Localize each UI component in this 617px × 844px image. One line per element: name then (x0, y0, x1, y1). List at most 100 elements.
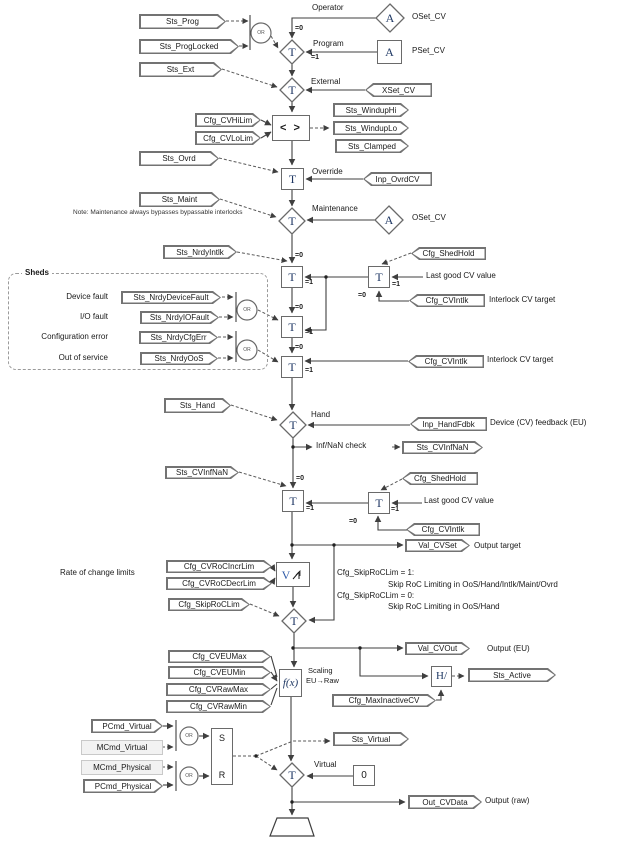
eq0-t3: =0 (295, 344, 303, 351)
or-label-reset: OR (185, 773, 193, 779)
label-skip0-head: Cfg_SkipRoCLim = 0: (337, 591, 415, 600)
tag-sts-nrdycfgerr: Sts_NrdyCfgErr (139, 331, 218, 344)
transfer-diamond-virtual (279, 762, 305, 788)
or-label-sheds-2: OR (243, 347, 251, 353)
clamp-limit-block: < > (272, 115, 310, 141)
transfer-block-intlk-1: T (281, 266, 303, 288)
transfer-block-intlk-3: T (281, 356, 303, 378)
label-scaling-1: Scaling (308, 666, 333, 675)
tag-sts-active: Sts_Active (468, 668, 556, 682)
label-operator: Operator (312, 3, 344, 12)
tag-sts-cvinfnan-in: Sts_CVInfNaN (165, 466, 239, 479)
tag-cfg-cvrawmin: Cfg_CVRawMin (166, 700, 271, 713)
tag-cfg-cvrawmax: Cfg_CVRawMax (166, 683, 271, 696)
eq1-t4: =1 (306, 505, 314, 512)
label-oset-cv-top: OSet_CV (412, 12, 446, 21)
tag-sts-winduphi: Sts_WindupHi (333, 103, 409, 117)
label-rate-of-change: Rate of change limits (60, 568, 135, 577)
label-virtual: Virtual (314, 760, 337, 769)
transfer-diamond-external (279, 77, 305, 103)
eq1-t1: =1 (305, 279, 313, 286)
tag-sts-virtual: Sts_Virtual (333, 732, 409, 746)
or-label-set: OR (185, 733, 193, 739)
label-override: Override (312, 167, 343, 176)
label-scaling-2: EU→Raw (306, 676, 339, 685)
transfer-letter-virtual: T (288, 768, 296, 782)
sr-latch-block: S R (211, 728, 233, 785)
tag-cfg-cveumax: Cfg_CVEUMax (168, 650, 271, 663)
tag-sts-maint: Sts_Maint (139, 192, 220, 207)
label-skip0-body: Skip RoC Limiting in OoS/Hand (388, 602, 500, 611)
tag-cfg-cvintlk-1: Cfg_CVIntlk (409, 294, 485, 307)
label-device-feedback: Device (CV) feedback (EU) (490, 418, 587, 427)
label-oset-cv-maint: OSet_CV (412, 213, 446, 222)
tag-cfg-maxinactivecv: Cfg_MaxInactiveCV (332, 694, 436, 707)
label-last-good-1: Last good CV value (426, 271, 496, 280)
tag-val-cvset: Val_CVSet (405, 539, 470, 552)
analog-diamond-oset-top (375, 3, 405, 33)
tag-cfg-cvintlk-3: Cfg_CVIntlk (406, 523, 480, 536)
or-gate-sheds-1 (236, 299, 258, 321)
tag-sts-clamped: Sts_Clamped (335, 139, 409, 153)
label-interlock-target-2: Interlock CV target (487, 355, 554, 364)
eq0-t2: =0 (295, 304, 303, 311)
tag-sts-winduplo: Sts_WindupLo (333, 121, 409, 135)
tag-pcmd-virtual: PCmd_Virtual (91, 719, 163, 733)
label-io-fault: I/O fault (79, 312, 108, 321)
diamond-shapes (278, 3, 405, 788)
tag-sts-nrdydevicefault: Sts_NrdyDeviceFault (121, 291, 221, 304)
eq1-program: =1 (311, 54, 319, 61)
or-label-sheds-1: OR (243, 307, 251, 313)
label-external: External (311, 77, 341, 86)
tag-sts-proglocked: Sts_ProgLocked (139, 39, 239, 54)
tag-mcmd-virtual: MCmd_Virtual (81, 740, 163, 755)
transfer-diamond-operator (279, 39, 305, 65)
tag-cfg-cvrocincrlim: Cfg_CVRoCIncrLim (166, 560, 272, 573)
label-maintenance: Maintenance (312, 204, 358, 213)
ramp-icon (292, 569, 301, 579)
label-device-fault: Device fault (66, 292, 108, 301)
tag-sts-nrdyintlk: Sts_NrdyIntlk (163, 245, 237, 259)
tag-sts-hand: Sts_Hand (164, 398, 231, 413)
transfer-letter-skiproc: T (290, 614, 298, 628)
tag-sts-ext: Sts_Ext (139, 62, 222, 77)
tag-sts-cvinfnan-out: Sts_CVInfNaN (402, 441, 483, 454)
solid-connectors (163, 15, 445, 816)
analog-diamond-oset-maint (374, 205, 404, 235)
transfer-diamond-maintenance (278, 207, 306, 235)
tag-cfg-cvlolim: Cfg_CVLoLim (195, 131, 261, 145)
eq0-tb: =0 (349, 518, 357, 525)
tag-sts-nrdyiofault: Sts_NrdyIOFault (140, 311, 219, 324)
tag-cfg-cvhilim: Cfg_CVHiLim (195, 113, 261, 127)
tag-sts-ovrd: Sts_Ovrd (139, 151, 219, 166)
tag-cfg-cveumin: Cfg_CVEUMin (168, 666, 271, 679)
label-interlock-target-1: Interlock CV target (489, 295, 556, 304)
tag-cfg-cvrocdecrlim: Cfg_CVRoCDecrLim (166, 577, 272, 590)
program-analog-block: A (377, 40, 402, 64)
label-program: Program (313, 39, 344, 48)
tag-val-cvout: Val_CVOut (405, 642, 470, 655)
transfer-letter-external: T (288, 83, 296, 97)
label-maintenance-note: Note: Maintenance always bypasses bypass… (73, 209, 243, 216)
sheds-group-box (8, 273, 268, 370)
eq1-tb: =1 (391, 506, 399, 513)
label-skip1-head: Cfg_SkipRoCLim = 1: (337, 568, 415, 577)
transfer-block-intlk-2: T (281, 316, 303, 338)
eq0-ta: =0 (358, 292, 366, 299)
transfer-letter-operator: T (288, 45, 296, 59)
eq0-t1: =0 (295, 252, 303, 259)
label-skip1-body: Skip RoC Limiting in OoS/Hand/Intlk/Main… (388, 580, 558, 589)
tag-xset-cv: XSet_CV (365, 83, 432, 97)
eq0-operator: =0 (295, 25, 303, 32)
output-device-trapezoid (269, 817, 315, 837)
or-gate-prog (250, 22, 272, 44)
tag-cfg-cvintlk-2: Cfg_CVIntlk (408, 355, 484, 368)
label-output-raw: Output (raw) (485, 796, 530, 805)
transfer-diamond-hand (279, 411, 307, 439)
rate-limiter-block: V (276, 562, 310, 587)
transfer-diamond-skiproc (281, 608, 307, 634)
or-gate-virtual-set (179, 726, 199, 746)
tag-inp-ovrdcv: Inp_OvrdCV (363, 172, 432, 186)
